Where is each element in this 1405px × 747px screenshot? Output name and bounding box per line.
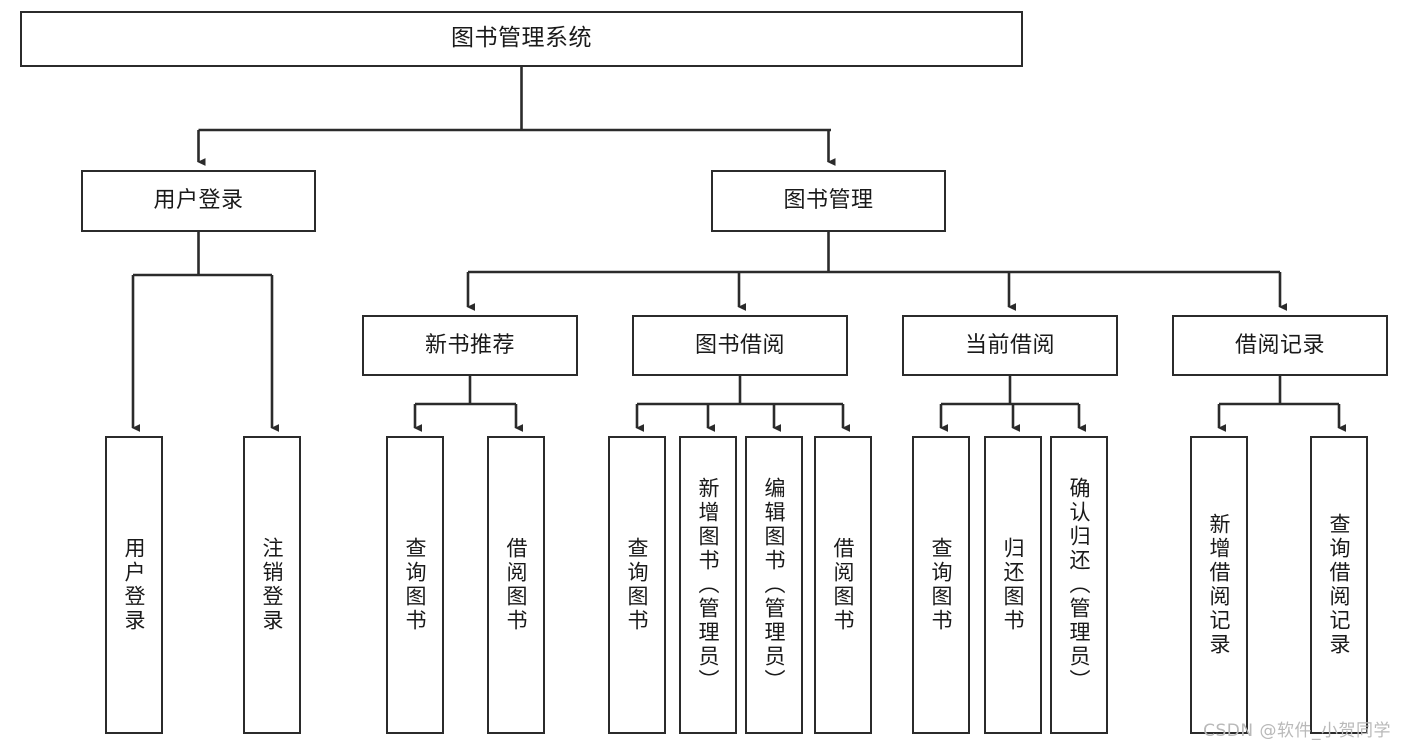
node-user-login[interactable]: 用户登录 <box>81 170 316 232</box>
leaf-return-book[interactable]: 归还图书 <box>984 436 1042 734</box>
node-label: 归还图书 <box>1001 537 1026 633</box>
node-label: 用户登录 <box>153 188 244 214</box>
node-label: 查询图书 <box>403 537 428 633</box>
node-book-management[interactable]: 图书管理 <box>711 170 946 232</box>
leaf-user-login[interactable]: 用户登录 <box>105 436 163 734</box>
node-root-system[interactable]: 图书管理系统 <box>20 11 1023 67</box>
node-borrowing-records[interactable]: 借阅记录 <box>1172 315 1388 376</box>
leaf-borrow-book[interactable]: 借阅图书 <box>814 436 872 734</box>
node-book-borrowing[interactable]: 图书借阅 <box>632 315 848 376</box>
node-label: 查询图书 <box>929 537 954 633</box>
node-label: 图书管理系统 <box>451 25 592 52</box>
node-label: 借阅图书 <box>831 537 856 633</box>
node-label: 借阅图书 <box>504 537 529 633</box>
node-label: 图书管理 <box>783 188 874 214</box>
node-label: 查询图书 <box>625 537 650 633</box>
node-label: 新书推荐 <box>424 332 515 358</box>
node-label: 编辑图书（管理员） <box>762 477 787 693</box>
leaf-query-borrow-record[interactable]: 查询借阅记录 <box>1310 436 1368 734</box>
leaf-query-book-current[interactable]: 查询图书 <box>912 436 970 734</box>
csdn-watermark: CSDN @软件_小贺同学 <box>1203 721 1391 741</box>
node-label: 新增图书（管理员） <box>696 477 721 693</box>
leaf-query-book-rec[interactable]: 查询图书 <box>386 436 444 734</box>
leaf-logout[interactable]: 注销登录 <box>243 436 301 734</box>
leaf-borrow-book-rec[interactable]: 借阅图书 <box>487 436 545 734</box>
node-label: 确认归还（管理员） <box>1067 477 1092 693</box>
leaf-query-book-borrow[interactable]: 查询图书 <box>608 436 666 734</box>
node-label: 图书借阅 <box>694 332 785 358</box>
node-label: 当前借阅 <box>964 332 1055 358</box>
node-current-borrowing[interactable]: 当前借阅 <box>902 315 1118 376</box>
node-label: 注销登录 <box>260 537 285 633</box>
leaf-edit-book-admin[interactable]: 编辑图书（管理员） <box>745 436 803 734</box>
node-label: 新增借阅记录 <box>1207 513 1232 657</box>
node-label: 查询借阅记录 <box>1327 513 1352 657</box>
leaf-add-borrow-record[interactable]: 新增借阅记录 <box>1190 436 1248 734</box>
node-new-book-recommend[interactable]: 新书推荐 <box>362 315 578 376</box>
node-label: 借阅记录 <box>1234 332 1325 358</box>
leaf-add-book-admin[interactable]: 新增图书（管理员） <box>679 436 737 734</box>
node-label: 用户登录 <box>122 537 147 633</box>
leaf-confirm-return-admin[interactable]: 确认归还（管理员） <box>1050 436 1108 734</box>
